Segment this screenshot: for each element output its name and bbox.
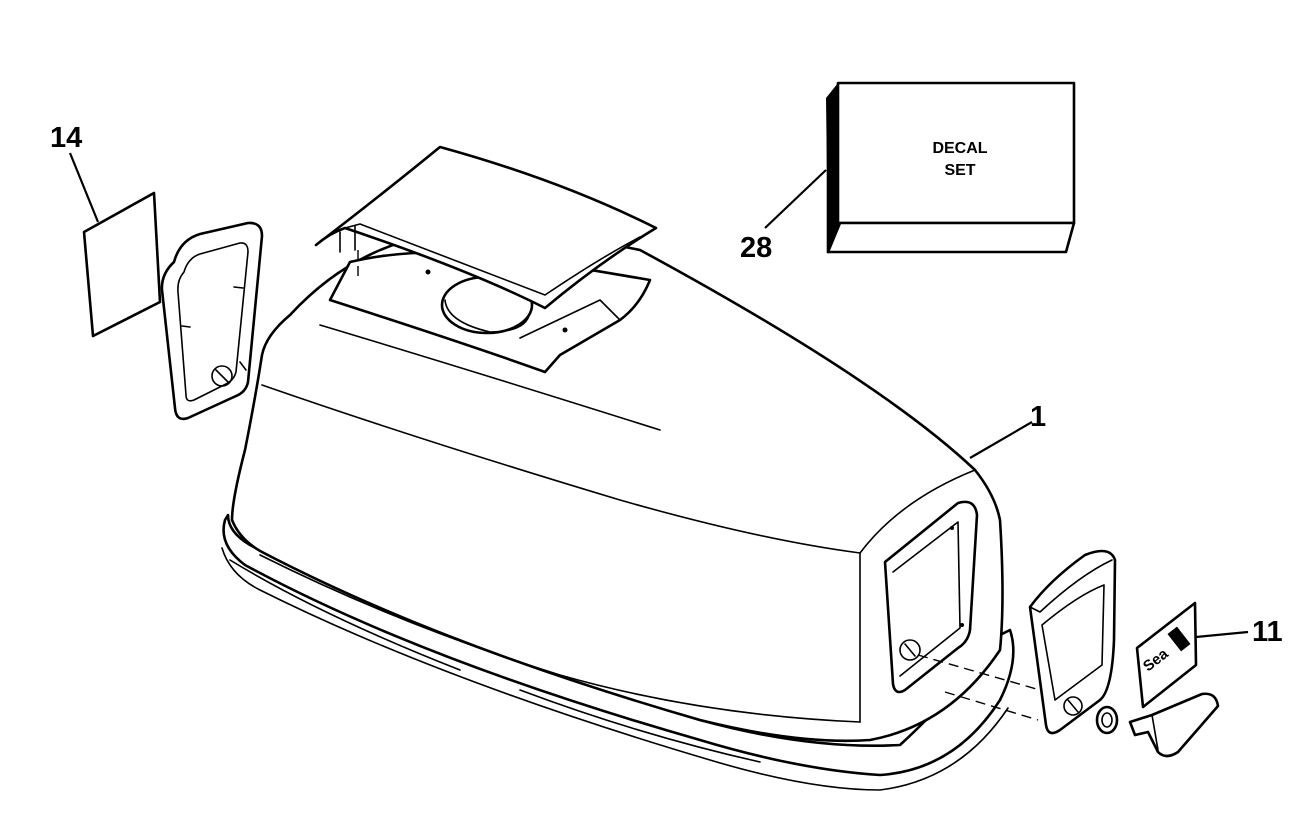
callout-14: 14 [50, 122, 82, 154]
grommet [1095, 705, 1119, 735]
decal-box-line-2: SET [944, 162, 975, 179]
latch-handle [1128, 692, 1220, 758]
engine-cover-part-1 [221, 145, 1041, 791]
decal-sheet-part-14 [82, 191, 162, 338]
emblem-decal-part-11: Sea [1135, 601, 1198, 709]
callout-leader-14 [68, 152, 100, 223]
callout-leader-28 [764, 169, 827, 229]
callout-leader-11 [1195, 630, 1249, 639]
decal-set-box-part-28: DECAL SET [826, 81, 1076, 254]
left-side-frame [160, 221, 264, 421]
right-side-frame [1028, 549, 1117, 735]
callout-11: 11 [1252, 616, 1283, 648]
decal-box-line-1: DECAL [932, 140, 987, 157]
callout-28: 28 [740, 232, 772, 264]
callout-leader-1 [969, 421, 1033, 459]
callout-1: 1 [1030, 401, 1046, 433]
